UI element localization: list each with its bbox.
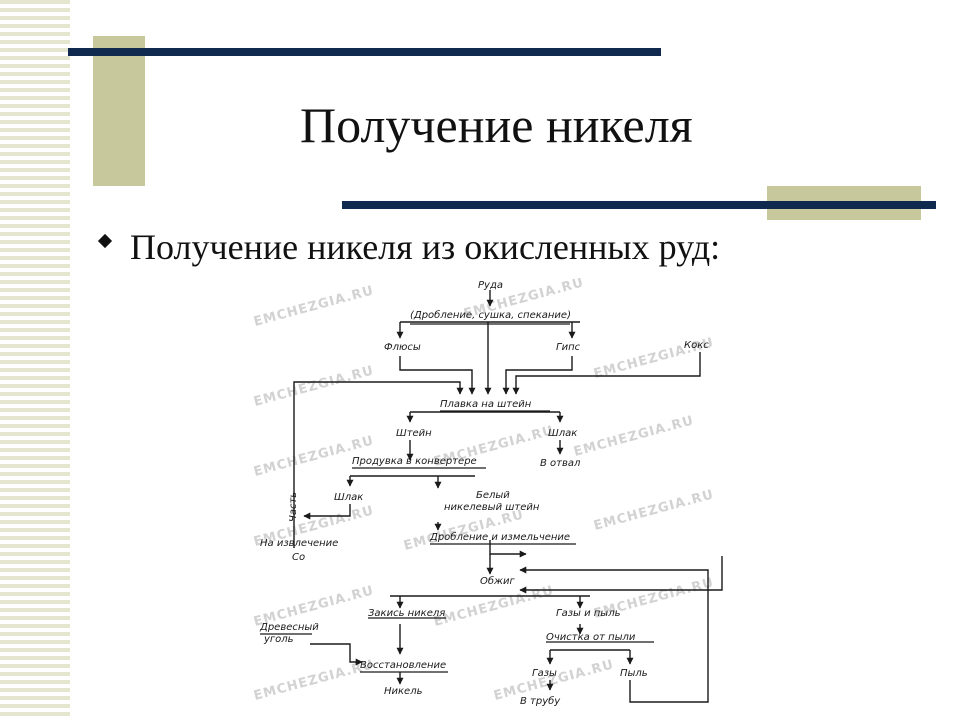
node-dust-cleaning: Очистка от пыли xyxy=(546,632,636,643)
node-nickel: Никель xyxy=(384,686,423,697)
node-nickel-oxide: Закись никеля xyxy=(368,608,445,619)
node-charcoal-2: уголь xyxy=(263,634,294,645)
node-dump: В отвал xyxy=(540,458,581,469)
watermark: EMCHEZGIA.RU xyxy=(252,363,376,410)
watermark: EMCHEZGIA.RU xyxy=(402,507,526,554)
watermark: EMCHEZGIA.RU xyxy=(592,487,716,534)
node-preparation: (Дробление, сушка, спекание) xyxy=(410,309,571,321)
node-extraction-co: Co xyxy=(292,552,305,563)
title-rule-bottom xyxy=(342,201,936,209)
node-converter: Продувка в конвертере xyxy=(352,456,477,467)
node-smelting: Плавка на штейн xyxy=(440,399,532,410)
decorative-block-left xyxy=(93,36,145,186)
title-rule-top xyxy=(68,48,661,56)
node-roasting: Обжиг xyxy=(480,575,516,587)
node-reduction: Восстановление xyxy=(360,660,446,671)
node-fluxes: Флюсы xyxy=(384,342,421,353)
flowchart-diagram: EMCHEZGIA.RU EMCHEZGIA.RU EMCHEZGIA.RU E… xyxy=(252,278,723,707)
node-to-pipe: В трубу xyxy=(520,695,561,707)
node-white-matte: Белый xyxy=(476,490,510,501)
node-ore: Руда xyxy=(478,280,503,291)
node-slag-2: Шлак xyxy=(334,492,363,503)
slide-title: Получение никеля xyxy=(300,97,693,153)
node-white-matte-2: никелевый штейн xyxy=(444,502,540,513)
node-charcoal: Древесный xyxy=(259,622,319,633)
node-part: Часть xyxy=(288,492,299,522)
decorative-stripes xyxy=(0,0,70,720)
node-matte: Штейн xyxy=(396,428,432,439)
bullet-text: Получение никеля из окисленных руд: xyxy=(130,227,721,267)
watermark: EMCHEZGIA.RU xyxy=(252,657,376,704)
node-extraction: На извлечение xyxy=(260,538,338,549)
flow-lines xyxy=(293,290,723,703)
node-slag-1: Шлак xyxy=(548,428,577,439)
node-coke: Кокс xyxy=(684,340,709,351)
node-crushing: Дробление и измельчение xyxy=(429,531,570,543)
node-gases: Газы xyxy=(532,668,557,679)
diamond-bullet-icon xyxy=(97,233,113,249)
watermark: EMCHEZGIA.RU xyxy=(252,283,376,330)
node-dust: Пыль xyxy=(620,668,648,679)
watermark: EMCHEZGIA.RU xyxy=(572,413,696,460)
node-gypsum: Гипс xyxy=(556,342,581,353)
node-gases-dust: Газы и пыль xyxy=(556,608,621,619)
label-underlines xyxy=(260,323,654,673)
